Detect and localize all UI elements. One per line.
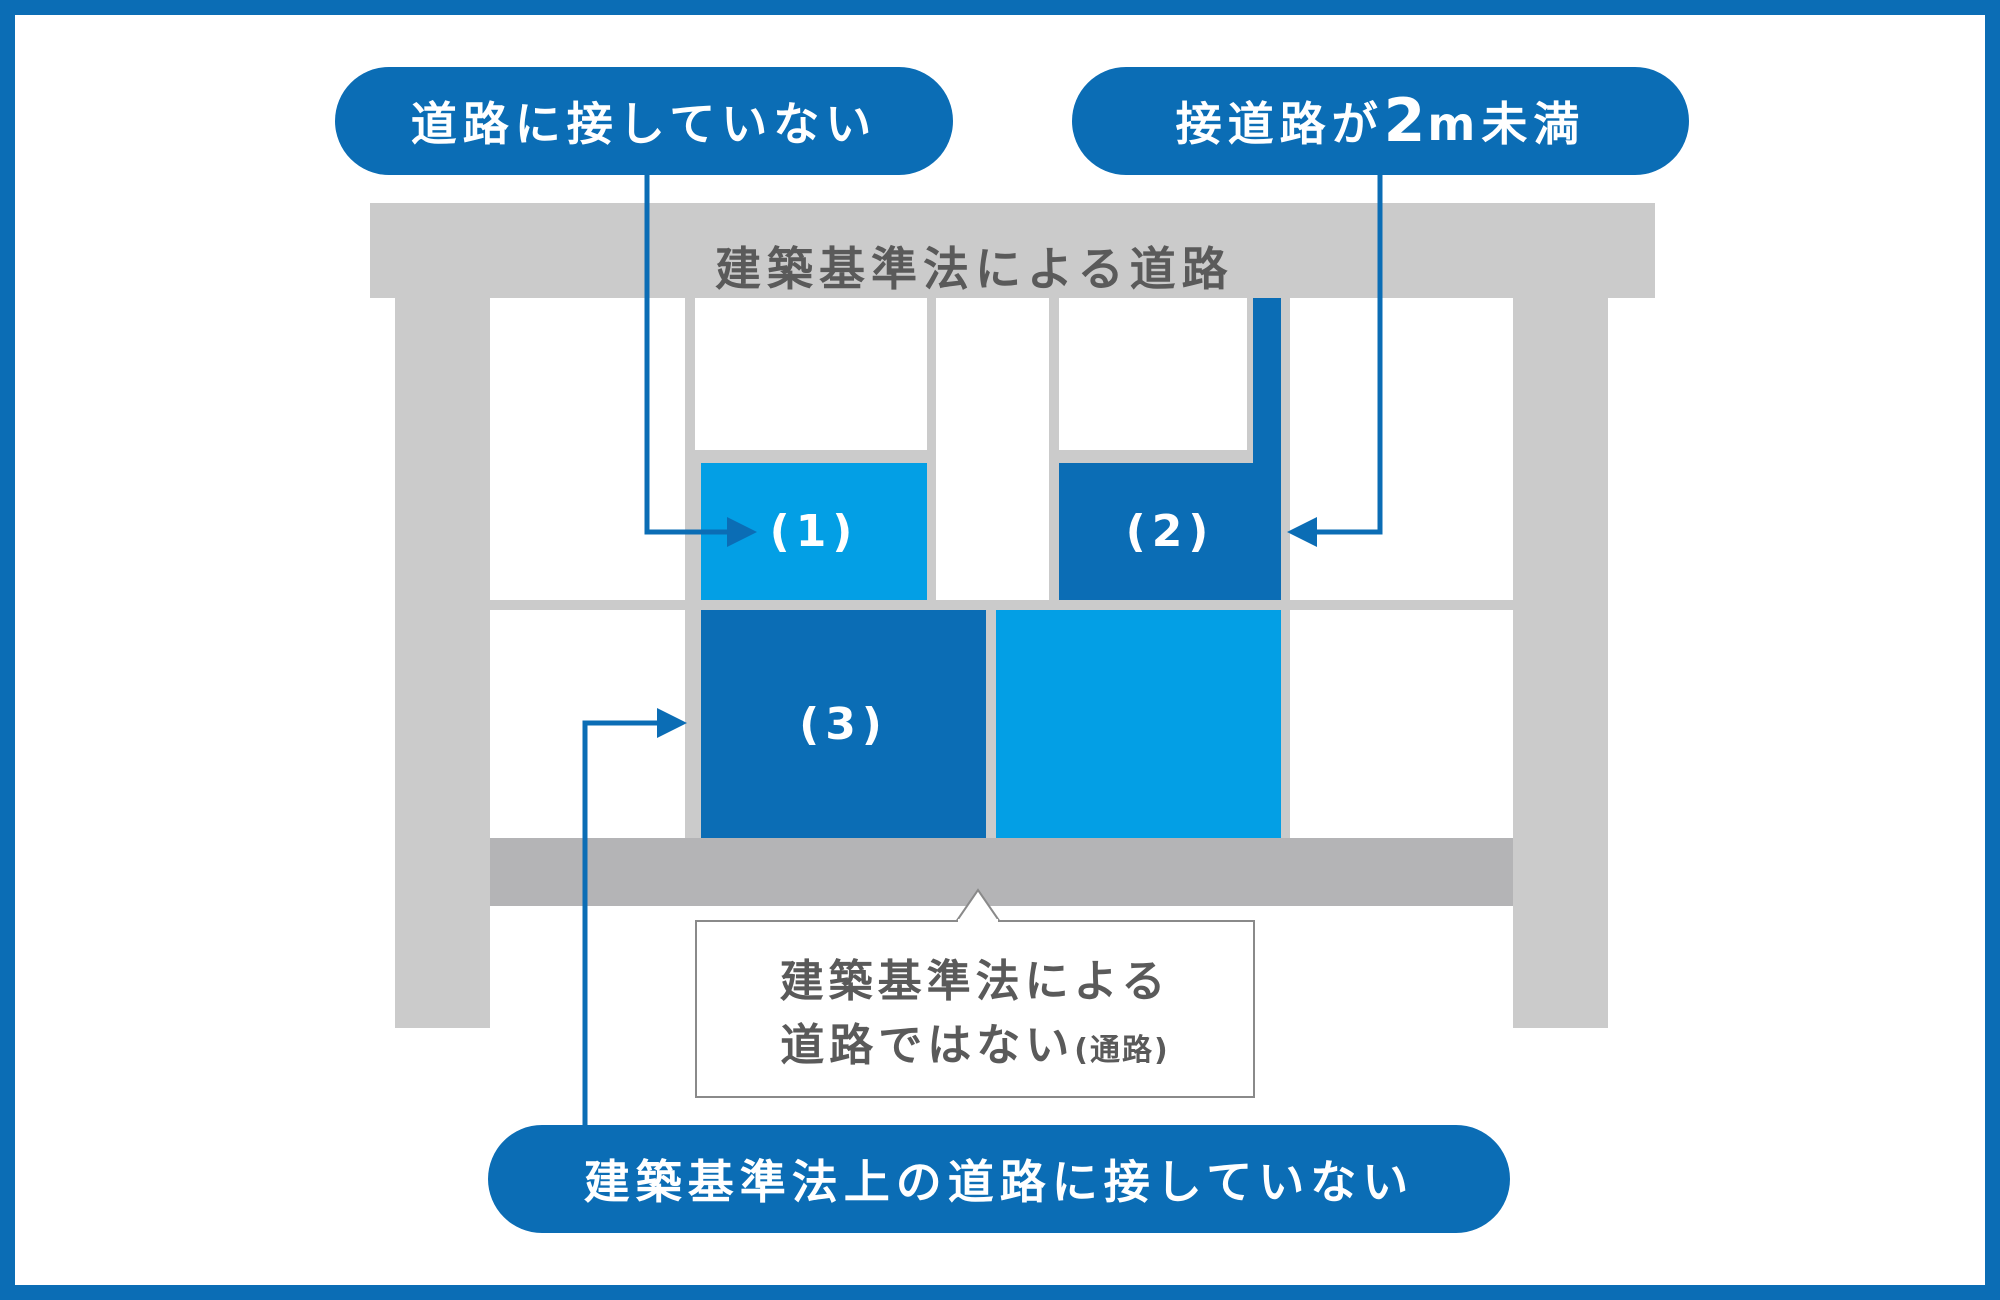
callout-frontage-suffix: m未満 [1427,97,1586,151]
passage-note: 建築基準法による 道路ではない(通路) [695,920,1255,1098]
plot-2-access-strip [1253,298,1281,468]
arrow-head-plot-1 [727,517,757,547]
legal-road-left [395,298,490,1028]
callout-not-legal-road-contact: 建築基準法上の道路に接していない [488,1125,1510,1233]
arrow-overlay [582,175,1383,1125]
plot-top-3 [936,298,1049,600]
passage-road [490,838,1513,906]
plot-1-label: (1) [769,506,859,557]
plot-top-5 [1290,298,1513,600]
callout-not-legal-road-contact-text: 建築基準法上の道路に接していない [583,1155,1415,1209]
legal-road-top [370,203,1655,298]
plot-bottom-2 [1290,610,1513,838]
legal-road-right [1513,298,1608,1028]
note-pointer [954,888,1002,923]
passage-note-paren: (通路) [1074,1033,1170,1068]
plot-2-label: (2) [1125,506,1215,557]
plot-3: (3) [701,610,986,838]
arrow-to-plot-2 [1315,175,1383,535]
callout-no-road-contact-text: 道路に接していない [410,97,878,151]
plot-top-2 [695,298,927,450]
plot-2: (2) [1059,463,1281,600]
arrow-head-plot-3 [657,708,687,738]
passage-note-line1: 建築基準法による [779,956,1171,1007]
arrow-head-plot-2 [1287,517,1317,547]
callout-no-road-contact: 道路に接していない [335,67,953,175]
arrow-to-plot-3 [582,720,660,1125]
legal-road-label: 建築基準法による道路 [715,242,1234,296]
note-pointer-joint [958,919,998,923]
passage-note-line2-wrap: 道路ではない(通路) [780,1009,1169,1073]
callout-frontage-prefix: 接道路が [1175,97,1384,151]
arrow-to-plot-1 [644,175,731,535]
plot-3-adjacent-lot [996,610,1281,838]
plot-3-label: (3) [799,698,888,750]
plot-top-4 [1059,298,1247,450]
passage-note-line2: 道路ではない [780,1020,1075,1071]
plot-top-1 [490,298,685,600]
callout-frontage-number: 2 [1383,86,1428,156]
